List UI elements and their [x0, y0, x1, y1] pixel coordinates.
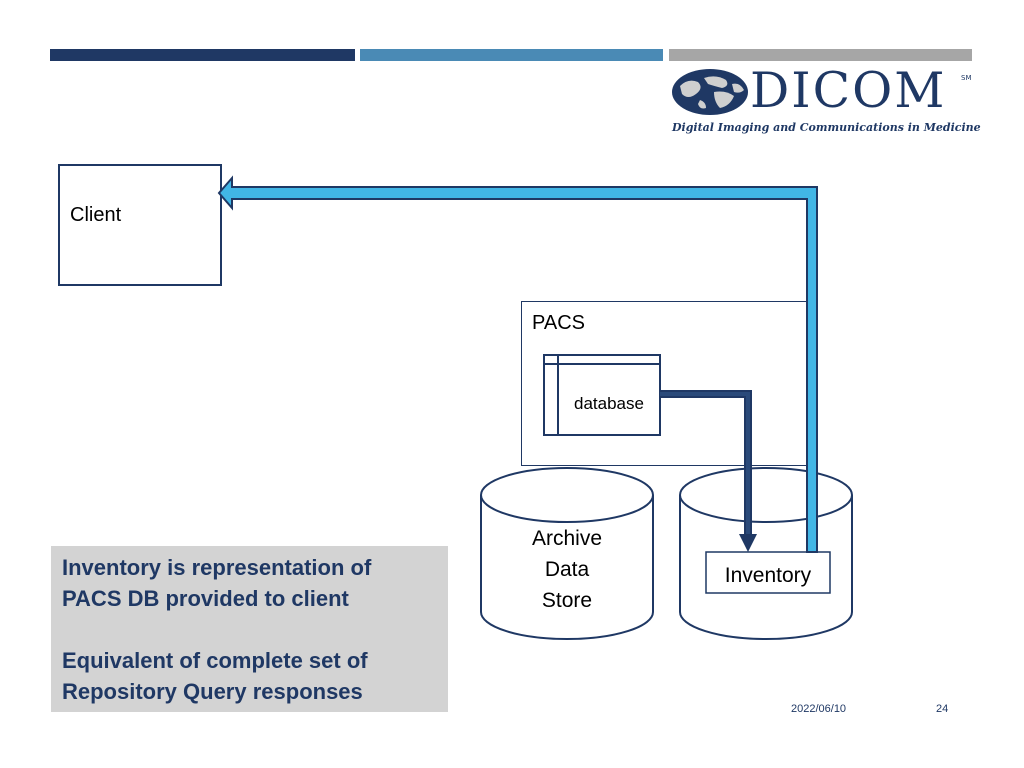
client-box: Client [58, 164, 222, 286]
logo-service-mark: SM [961, 74, 972, 82]
client-label: Client [70, 204, 122, 226]
logo-tagline: Digital Imaging and Communications in Me… [672, 121, 981, 134]
logo-wordmark: DICOM [750, 62, 947, 119]
database-to-inventory-arrow [660, 390, 757, 552]
info-line-2: PACS DB provided to client [62, 586, 349, 611]
footer-page-number: 24 [936, 703, 949, 715]
footer-date: 2022/06/10 [791, 703, 847, 715]
archive-label-line-1: Archive [532, 527, 602, 550]
inventory-to-client-arrow [217, 175, 818, 553]
header-bar-navy [50, 49, 355, 61]
dicom-logo: DICOM SM Digital Imaging and Communicati… [670, 62, 981, 138]
info-gap [62, 614, 437, 645]
inventory-label: Inventory [725, 564, 812, 587]
database-label: database [574, 394, 644, 413]
info-line-3: Equivalent of complete set of [62, 648, 368, 673]
globe-icon [672, 69, 748, 115]
info-callout: Inventory is representation of PACS DB p… [51, 546, 448, 712]
header-bar-blue [360, 49, 663, 61]
archive-label-line-2: Data [545, 558, 590, 581]
database-table: database [543, 354, 661, 436]
info-line-4: Repository Query responses [62, 679, 363, 704]
header-bar-gray [669, 49, 972, 61]
pacs-label: PACS [532, 312, 585, 334]
archive-label-line-3: Store [542, 589, 592, 612]
info-line-1: Inventory is representation of [62, 555, 372, 580]
archive-cylinder: Archive Data Store [480, 467, 654, 640]
inventory-box: Inventory [705, 551, 831, 594]
